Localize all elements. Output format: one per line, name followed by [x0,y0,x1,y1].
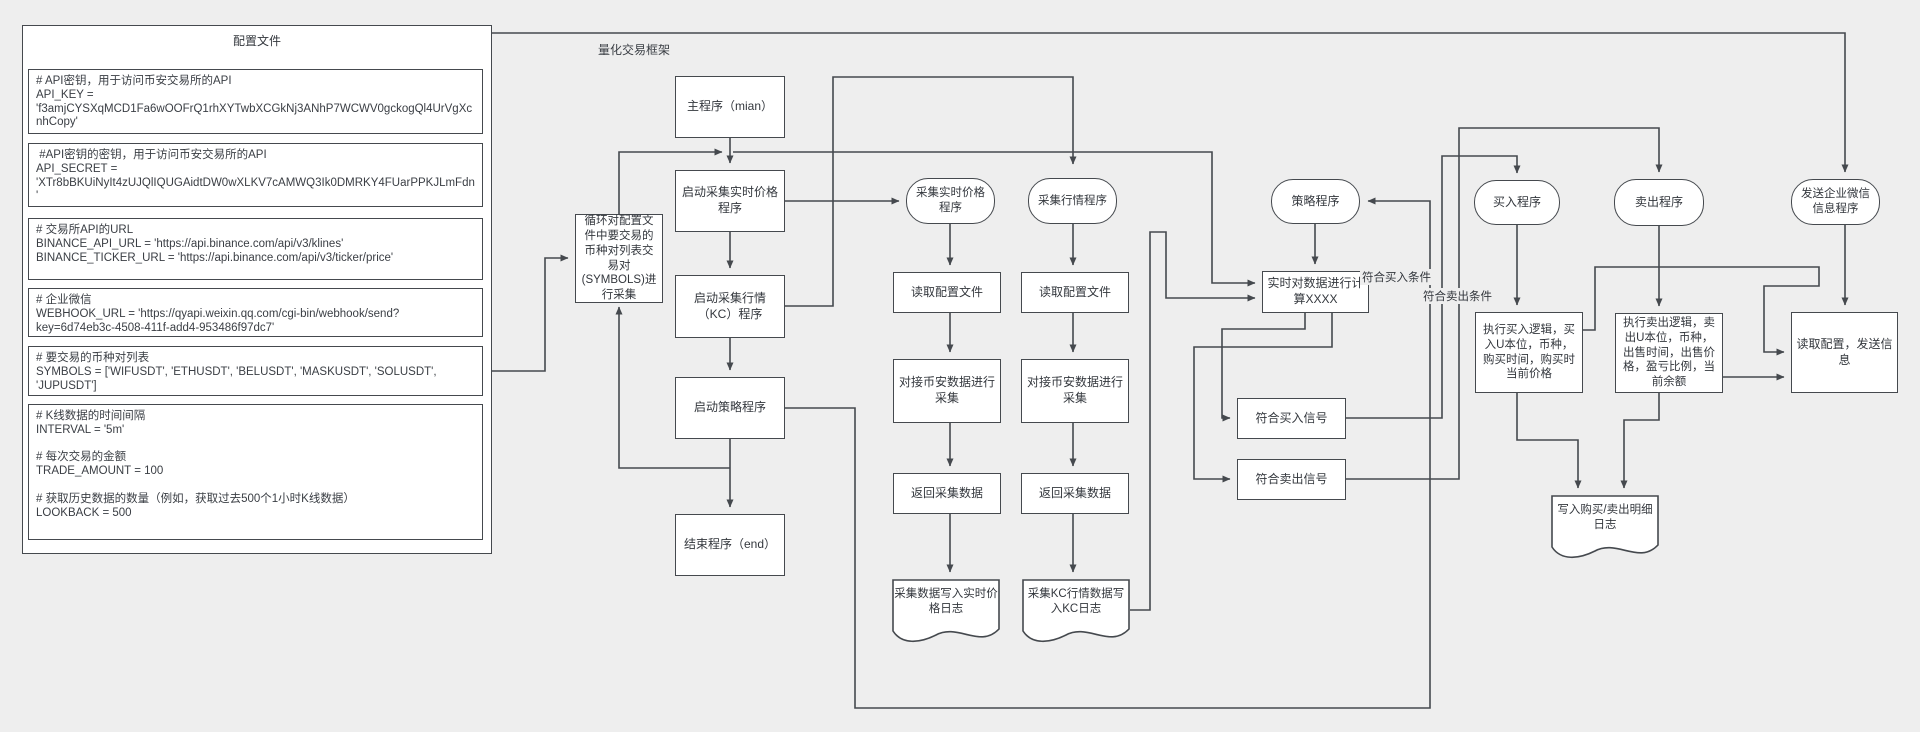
config-box-symbols: # 要交易的币种对列表 SYMBOLS = ['WIFUSDT', 'ETHUS… [28,346,483,396]
frame-title: 量化交易框架 [598,43,671,57]
document-shape [892,579,1000,643]
node-trade-log-document: 写入购买/卖出明细日志 [1550,495,1660,565]
node-kline-log-document: 采集KC行情数据写入KC日志 [1022,579,1130,649]
node-start-strategy: 启动策略程序 [675,377,785,439]
node-buy-program: 买入程序 [1474,180,1560,225]
node-start-kline-collector: 启动采集行情（KC）程序 [675,275,785,338]
node-symbols-loop: 循环对配置文件中要交易的币种对列表交易对(SYMBOLS)进行采集 [575,214,663,303]
edge-label-buy-condition: 符合买入条件 [1360,269,1433,285]
config-box-exchange-urls: # 交易所API的URL BINANCE_API_URL = 'https://… [28,218,483,280]
node-start-price-collector: 启动采集实时价格程序 [675,170,785,232]
node-realtime-calc: 实时对数据进行计算XXXX [1262,271,1369,313]
document-label: 采集KC行情数据写入KC日志 [1027,588,1125,615]
config-box-api-key: # API密钥，用于访问币安交易所的API API_KEY = 'f3amjCY… [28,69,483,134]
node-wechat-program: 发送企业微信信息程序 [1791,179,1880,225]
node-price-collector-program: 采集实时价格程序 [906,178,995,224]
node-end-program: 结束程序（end） [675,514,785,576]
node-sell-signal: 符合卖出信号 [1237,459,1346,500]
document-shape [1551,495,1659,559]
node-send-message: 读取配置，发送信息 [1791,312,1898,393]
edge-label-sell-condition: 符合卖出条件 [1421,288,1494,304]
config-box-parameters: # K线数据的时间间隔 INTERVAL = '5m' # 每次交易的金额 TR… [28,404,483,540]
node-strategy-program: 策略程序 [1271,179,1360,224]
config-box-api-secret: #API密钥的密钥，用于访问币安交易所的API API_SECRET = 'XT… [28,143,483,207]
node-sell-exec-logic: 执行卖出逻辑，卖出U本位，币种，出售时间，出售价格，盈亏比例，当前余额 [1615,313,1723,393]
node-sell-program: 卖出程序 [1614,179,1704,226]
node-kline-read-config: 读取配置文件 [1021,272,1129,313]
document-label: 写入购买/卖出明细日志 [1557,504,1653,531]
node-kline-binance-collect: 对接币安数据进行采集 [1021,359,1129,423]
node-price-log-document: 采集数据写入实时价格日志 [892,579,1000,649]
node-kline-collector-program: 采集行情程序 [1028,178,1117,224]
config-panel-title: 配置文件 [232,34,281,48]
node-price-read-config: 读取配置文件 [893,272,1001,313]
config-box-webhook: # 企业微信 WEBHOOK_URL = 'https://qyapi.weix… [28,288,483,337]
node-price-binance-collect: 对接币安数据进行采集 [893,359,1001,423]
document-shape [1022,579,1130,643]
node-kline-return-data: 返回采集数据 [1021,473,1129,514]
node-buy-exec-logic: 执行买入逻辑，买入U本位，币种，购买时间，购买时当前价格 [1475,312,1583,393]
node-main-program: 主程序（mian） [675,76,785,138]
document-label: 采集数据写入实时价格日志 [894,588,998,615]
node-price-return-data: 返回采集数据 [893,473,1001,514]
node-buy-signal: 符合买入信号 [1237,398,1346,439]
